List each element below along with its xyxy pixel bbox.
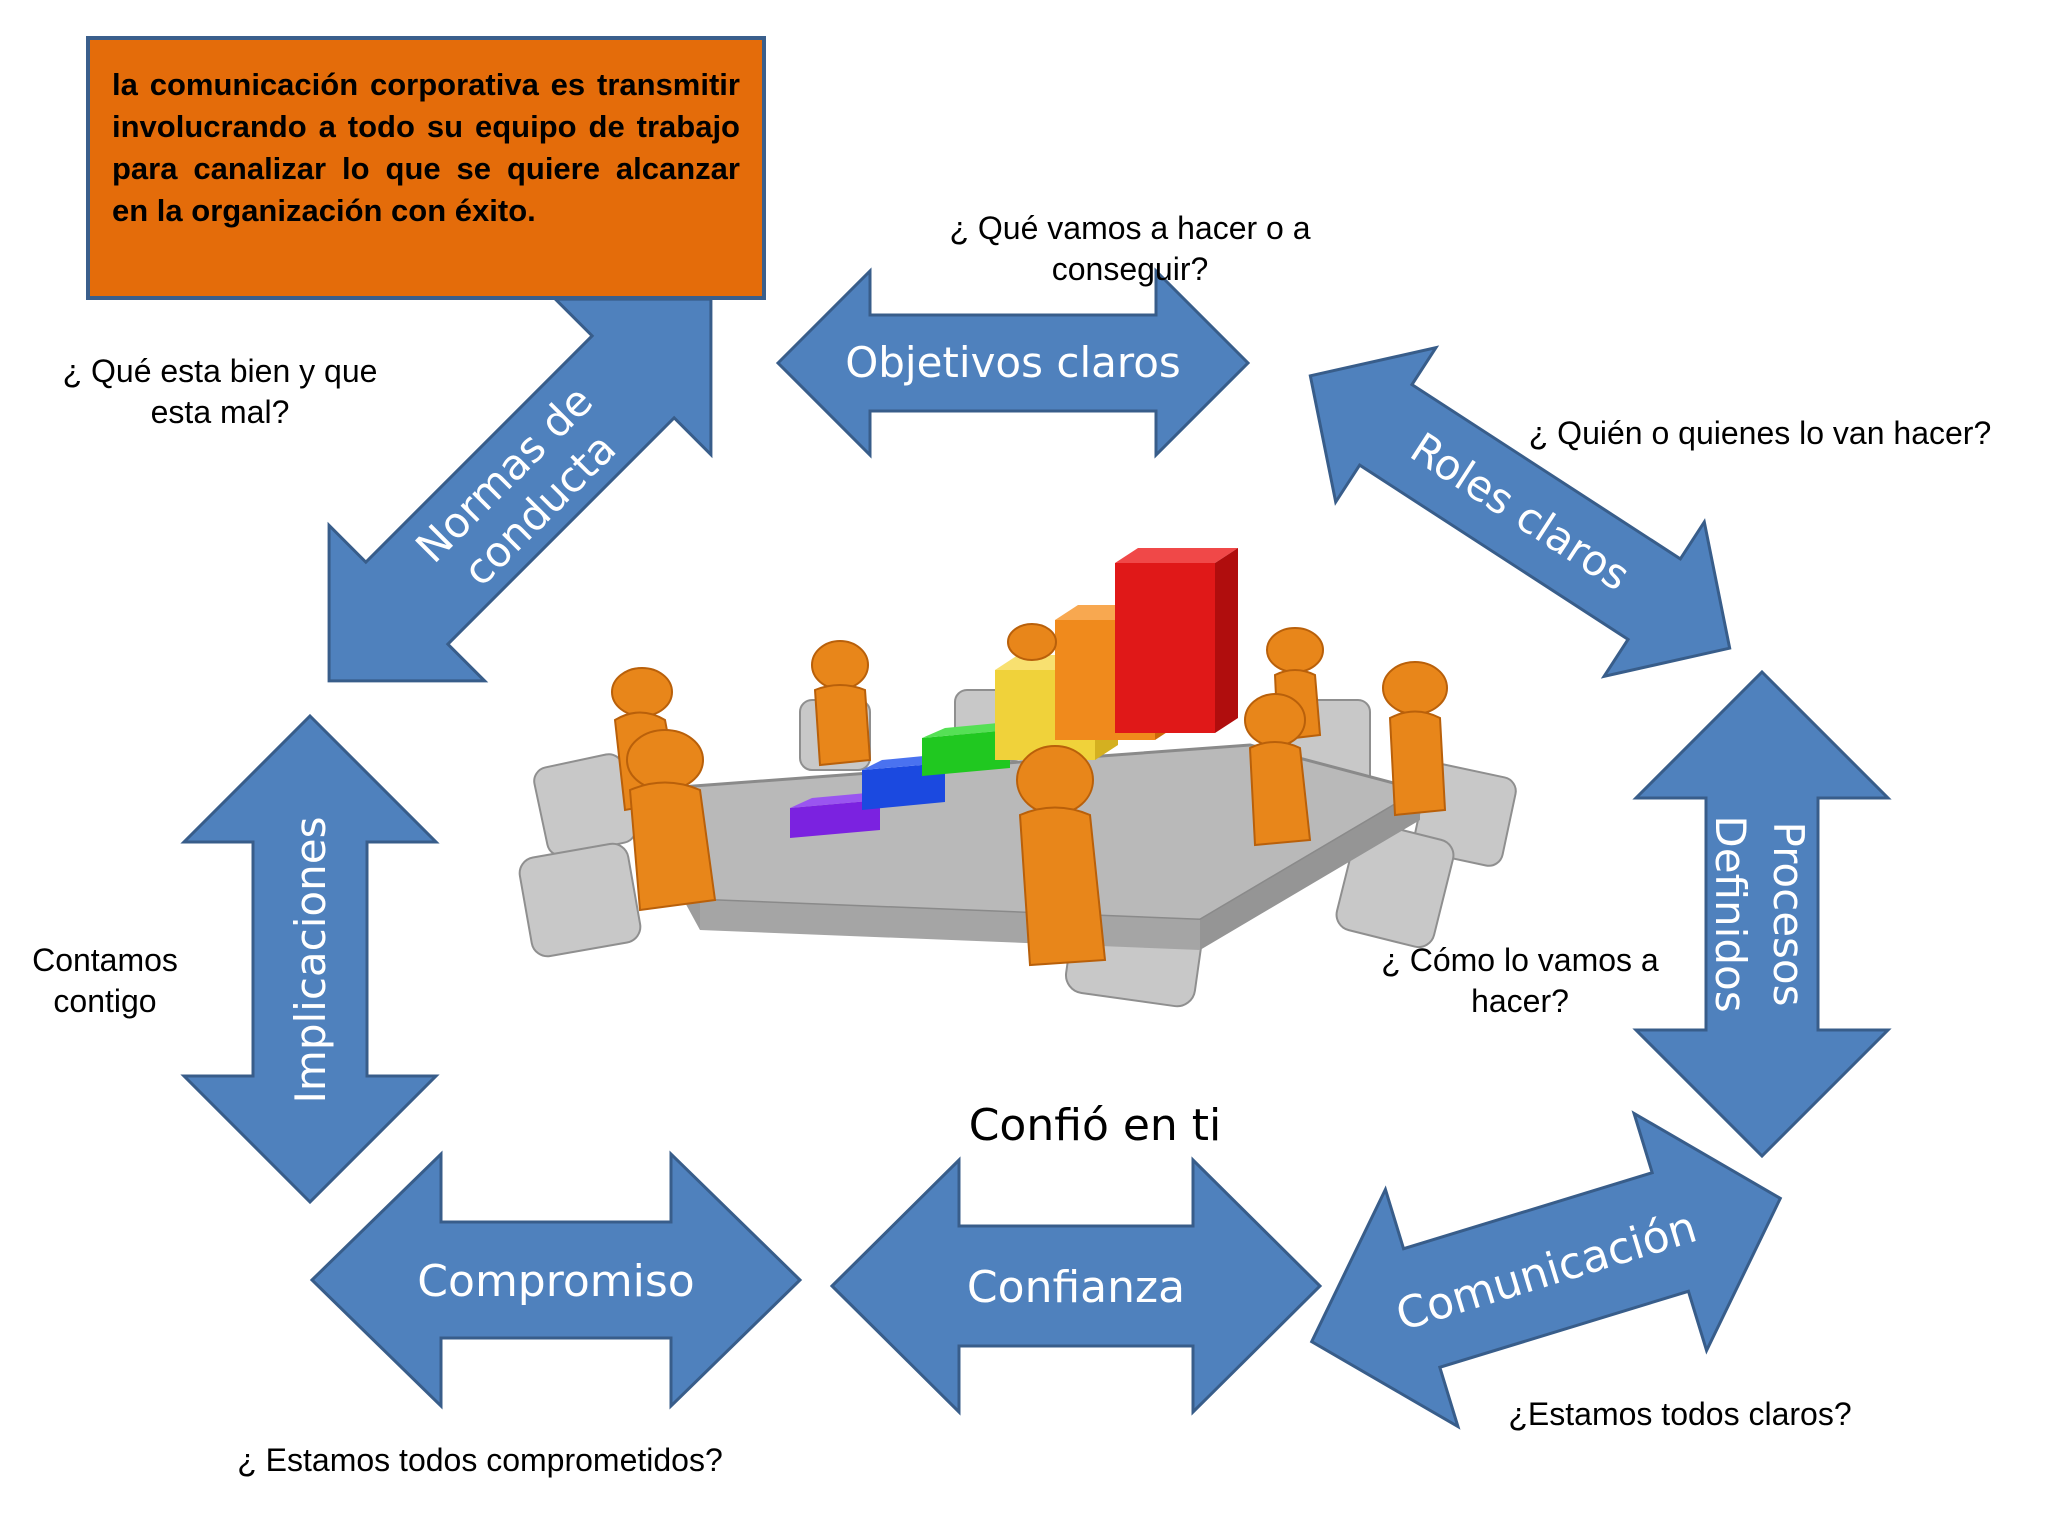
bar-chart-blocks [790,548,1238,838]
question-procesos: ¿ Cómo lo vamos a hacer? [1381,942,1659,1019]
people [611,623,1448,967]
arrow-roles-claros: Roles claros [1308,345,1732,679]
center-label: Confió en ti [968,1100,1222,1151]
question-compromiso: ¿ Estamos todos comprometidos? [237,1442,723,1478]
label-compromiso: Compromiso [417,1256,694,1307]
arrow-compromiso: Compromiso [309,1150,803,1410]
question-objetivos: ¿ Qué vamos a hacer o a conseguir? [949,210,1311,287]
meeting-illustration [518,548,1517,1008]
question-implicaciones: Contamos contigo [32,942,178,1019]
arrow-normas-de-conducta: Normas de conducta [327,297,713,683]
question-roles: ¿ Quién o quienes lo van hacer? [1528,415,1992,451]
callout-text: la comunicación corporativa es transmiti… [112,67,740,228]
label-implicaciones: Implicaciones [286,817,335,1104]
label-objetivos-claros: Objetivos claros [845,338,1181,387]
arrow-confianza: Confianza [829,1156,1323,1416]
question-normas: ¿ Qué esta bien y que esta mal? [62,353,378,430]
label-confianza: Confianza [967,1262,1185,1313]
label-procesos-line2: Definidos [1706,815,1755,1012]
arrow-objetivos-claros: Objetivos claros [775,267,1251,459]
arrow-procesos-definidos: Procesos Definidos [1632,669,1892,1159]
arrow-implicaciones: Implicaciones [180,713,440,1205]
question-comunicacion: ¿Estamos todos claros? [1508,1396,1852,1432]
label-procesos-line1: Procesos [1764,821,1813,1006]
definition-callout: la comunicación corporativa es transmiti… [86,36,766,300]
